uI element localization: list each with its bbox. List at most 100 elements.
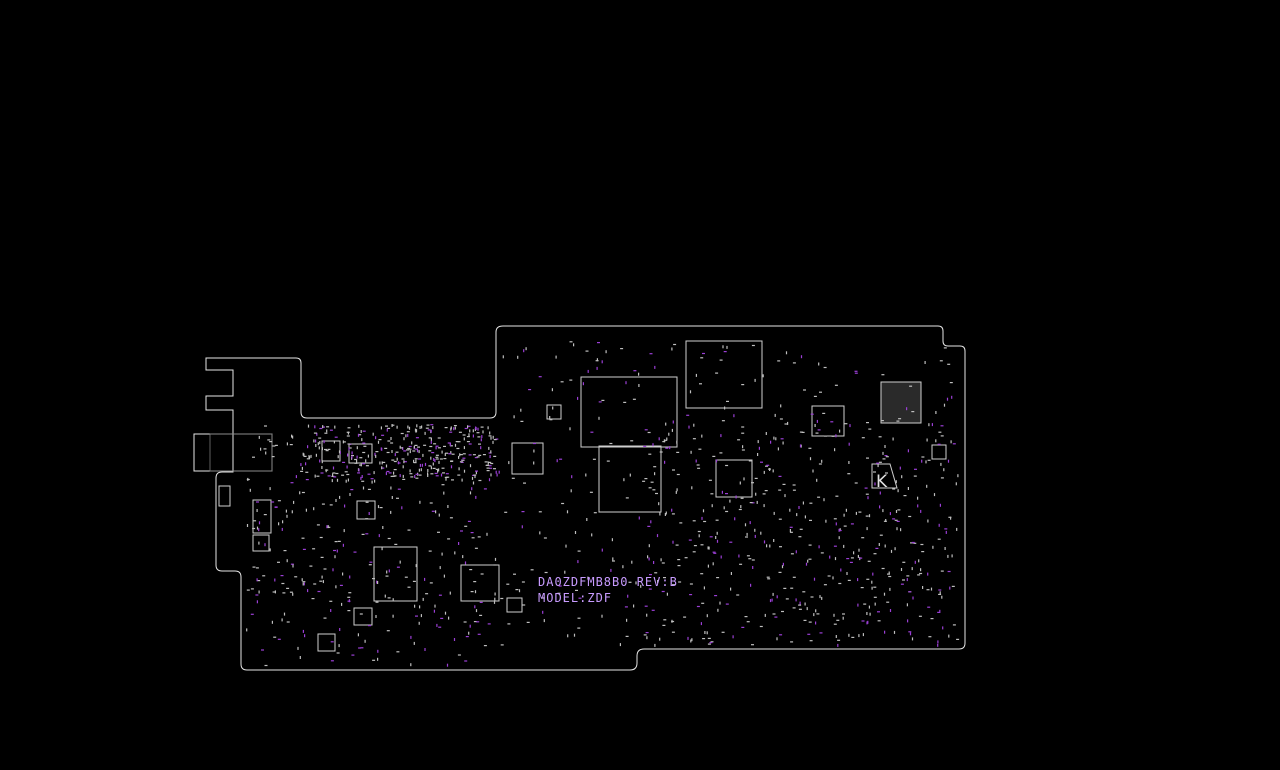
pad [873,586,877,588]
pad [700,544,704,546]
pad [282,520,284,524]
pad [319,459,321,463]
pad [754,477,758,479]
pad [877,611,880,613]
pad [622,565,624,569]
pad [318,437,322,439]
pad [449,517,453,519]
pad [911,567,913,571]
board-model-label: MODEL:ZDF [538,591,613,605]
pad [443,574,445,578]
pad [877,620,881,622]
pad [741,449,745,451]
pad [289,444,293,446]
pad [933,493,936,497]
pad [798,536,802,538]
pad [612,560,615,562]
pad [354,458,358,461]
pad [886,601,890,603]
pad [513,573,516,575]
pad [808,447,812,449]
pad [435,510,437,514]
pad [918,559,920,563]
pad [759,625,763,628]
pad [433,609,435,613]
pad [902,579,905,581]
pad [330,609,332,612]
pad [336,478,339,482]
pad [375,454,377,458]
pad [318,446,320,450]
pad [792,362,796,364]
pad [347,610,351,612]
pad [625,497,629,499]
pad [327,475,331,477]
pad [430,473,434,475]
pad [593,512,597,514]
pad [436,623,438,627]
pad [779,418,783,420]
pad [815,432,819,434]
pad [780,438,784,440]
pad [330,660,334,662]
pad [782,441,784,445]
pad [836,619,840,621]
pad [320,556,324,558]
pad [942,626,944,630]
pad [433,458,435,461]
pad [769,468,771,471]
chip-small-7 [546,404,562,420]
pad [623,478,625,482]
pad [449,431,453,433]
pad [789,508,791,512]
pad [507,623,511,625]
pad [757,440,759,444]
pad [675,544,679,546]
pad [868,514,871,518]
pad [471,537,475,539]
pad [898,418,902,420]
pad [633,604,635,608]
pad [843,525,847,527]
pad [448,453,452,455]
pad [413,462,417,464]
pad [526,621,530,623]
pad [762,374,764,378]
pad [377,440,380,444]
pad [391,424,393,427]
pad [720,555,722,559]
pad [868,605,870,609]
pad [322,425,324,429]
pad [914,560,916,564]
pad [949,586,951,590]
chip-small-2 [321,440,341,462]
pad [428,437,432,439]
pad [528,389,532,391]
pad [293,500,295,504]
pad [885,472,888,474]
pad [751,344,755,347]
pad [596,358,598,362]
pad [361,475,363,478]
pad [693,545,697,547]
chip-small-5 [317,633,336,652]
pad [292,592,294,596]
pad [430,437,432,441]
pad [899,466,901,470]
pad [450,426,452,430]
pad [692,438,696,440]
pad [358,468,360,472]
pad [559,458,563,460]
pad [900,528,902,532]
pad [339,584,343,586]
pad [884,544,886,548]
pad [252,566,256,568]
pad [829,555,831,559]
pad [741,426,745,428]
pad [907,619,909,623]
pad [746,532,748,536]
pad [671,508,673,512]
pad [384,447,388,449]
pad [596,366,598,370]
